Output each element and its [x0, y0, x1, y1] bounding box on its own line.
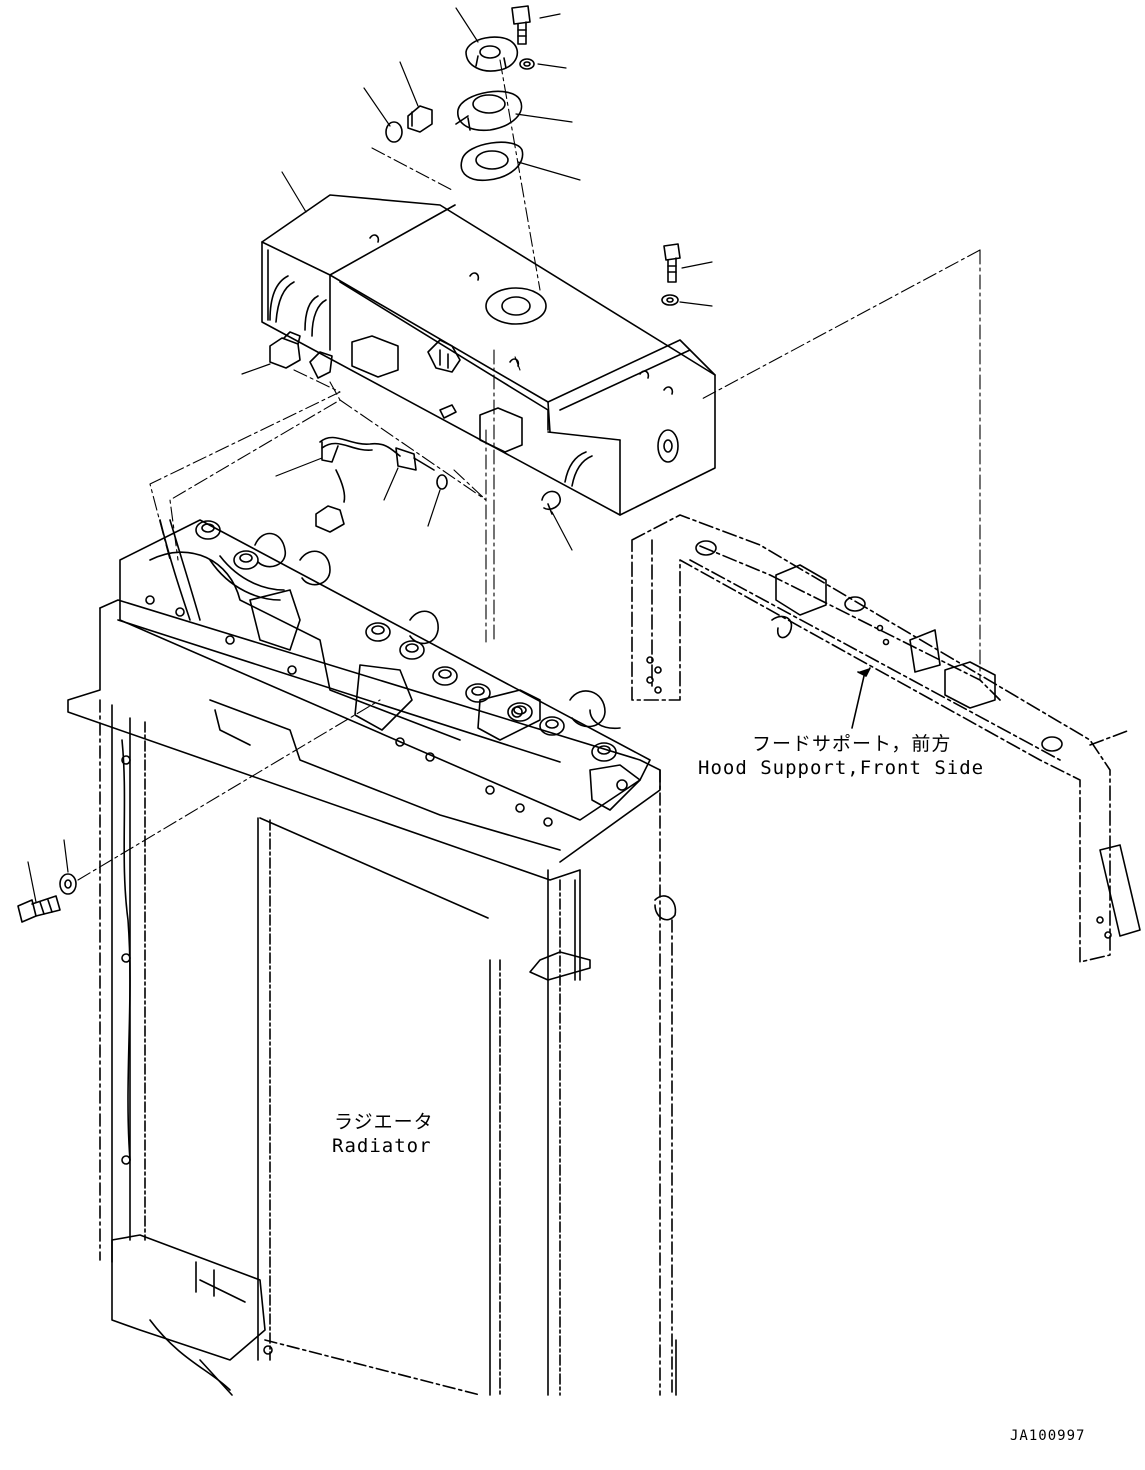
cap-assembly	[17, 5, 681, 923]
leader-lines	[27, 7, 713, 903]
drawing-code: JA100997	[1010, 1428, 1085, 1444]
hood-support-label-en: Hood Support,Front Side	[698, 757, 984, 779]
reference-lines	[77, 59, 981, 881]
radiator-label-jp: ラジエータ	[334, 1111, 434, 1133]
callout-labels: フードサポート，前方 Hood Support,Front Side ラジエータ…	[332, 733, 1085, 1444]
hood-support-label-jp: フードサポート，前方	[752, 733, 951, 755]
radiator-top-tank	[119, 519, 651, 851]
radiator-label-en: Radiator	[332, 1135, 432, 1157]
reserve-tank	[261, 194, 716, 516]
tank-bolt-heads	[195, 520, 617, 762]
hood-support-arrow	[851, 667, 871, 729]
hood-support-frame	[631, 514, 1131, 963]
radiator	[67, 599, 677, 1396]
hood-support-details	[646, 540, 1141, 939]
